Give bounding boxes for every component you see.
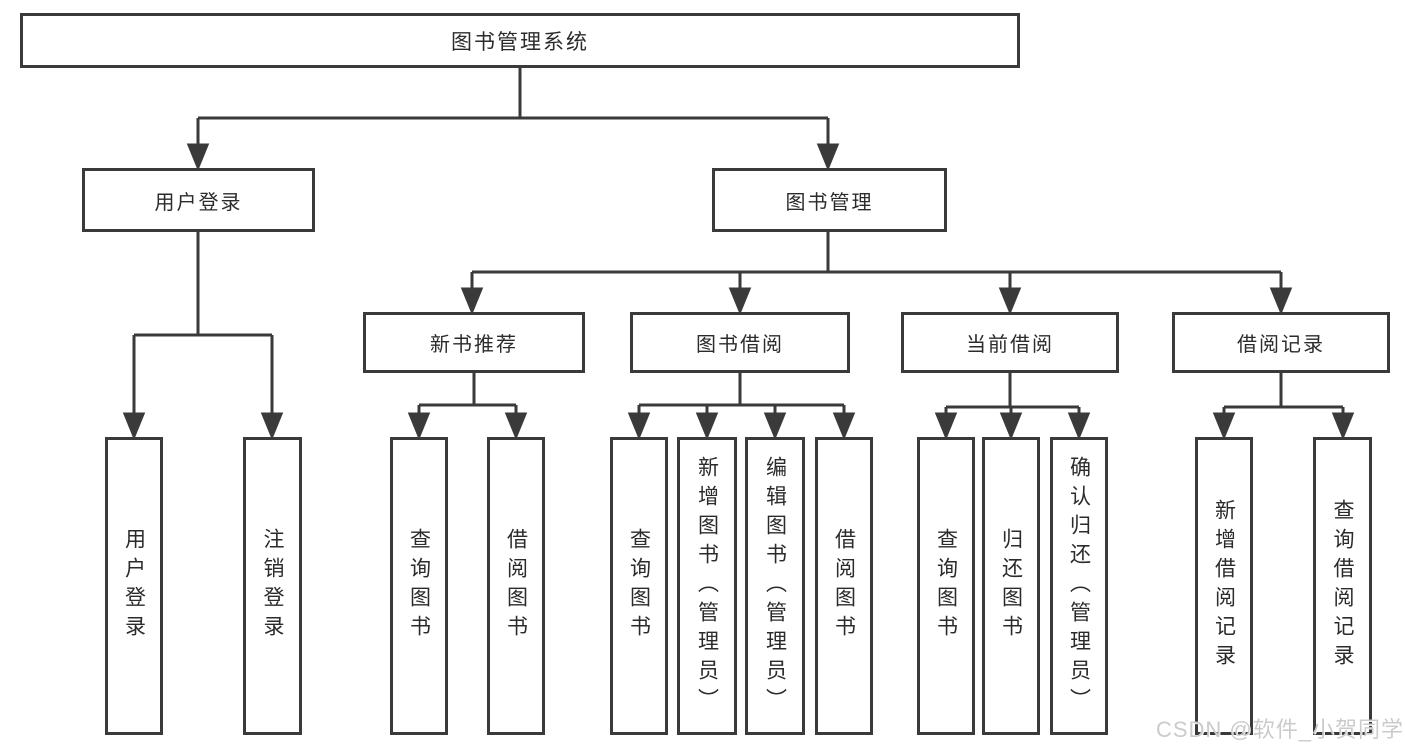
leaf-confirm-return-admin: 确认归还（管理员） bbox=[1050, 437, 1108, 735]
arrowhead bbox=[1212, 412, 1236, 440]
node-label: 查询图书 bbox=[407, 528, 431, 644]
leaf-query-books-current: 查询图书 bbox=[917, 437, 975, 735]
arrowhead bbox=[260, 412, 284, 440]
edge-user-login-to-leaves bbox=[122, 232, 284, 440]
leaf-user-login: 用户登录 bbox=[105, 437, 163, 735]
node-label: 确认归还（管理员） bbox=[1067, 455, 1091, 717]
leaf-return-books: 归还图书 bbox=[982, 437, 1040, 735]
node-label: 当前借阅 bbox=[966, 334, 1054, 356]
arrowhead bbox=[816, 143, 840, 171]
leaf-logout: 注销登录 bbox=[243, 437, 302, 735]
arrowhead bbox=[1067, 412, 1091, 440]
node-book-borrow: 图书借阅 bbox=[630, 312, 850, 373]
arrowhead bbox=[728, 287, 752, 315]
node-new-book-recommend: 新书推荐 bbox=[363, 312, 585, 373]
arrowhead bbox=[695, 412, 719, 440]
edge-book-management-to-level3 bbox=[460, 232, 1293, 315]
node-label: 图书管理 bbox=[785, 191, 874, 214]
node-label: 查询图书 bbox=[934, 528, 958, 644]
node-user-login: 用户登录 bbox=[82, 168, 315, 232]
arrowhead bbox=[460, 287, 484, 315]
arrowhead bbox=[407, 412, 431, 440]
node-label: 图书借阅 bbox=[696, 334, 784, 356]
leaf-add-borrow-record: 新增借阅记录 bbox=[1195, 437, 1253, 735]
node-label: 归还图书 bbox=[999, 528, 1023, 644]
edge-book-borrow-to-leaves bbox=[627, 373, 856, 440]
edge-borrow-records-to-leaves bbox=[1212, 373, 1355, 440]
node-label: 注销登录 bbox=[261, 528, 284, 644]
node-label: 用户登录 bbox=[122, 528, 146, 644]
edge-current-borrow-to-leaves bbox=[934, 373, 1091, 440]
arrowhead bbox=[186, 143, 210, 171]
arrowhead bbox=[1331, 412, 1355, 440]
arrowhead bbox=[1269, 287, 1293, 315]
leaf-query-books-recommend: 查询图书 bbox=[390, 437, 448, 735]
node-root-system: 图书管理系统 bbox=[20, 13, 1020, 68]
node-label: 借阅图书 bbox=[832, 528, 856, 644]
node-label: 图书管理系统 bbox=[451, 30, 589, 54]
leaf-edit-books-admin: 编辑图书（管理员） bbox=[745, 437, 805, 735]
leaf-query-borrow-record: 查询借阅记录 bbox=[1313, 437, 1372, 735]
arrowhead bbox=[504, 412, 528, 440]
arrowhead bbox=[998, 287, 1022, 315]
node-label: 查询图书 bbox=[627, 528, 651, 644]
edge-root-to-level2 bbox=[186, 68, 840, 171]
csdn-watermark: CSDN @软件_小贺同学 bbox=[1155, 717, 1404, 742]
node-label: 用户登录 bbox=[154, 191, 243, 214]
arrowhead bbox=[832, 412, 856, 440]
node-label: 查询借阅记录 bbox=[1331, 499, 1354, 673]
leaf-add-books-admin: 新增图书（管理员） bbox=[677, 437, 737, 735]
leaf-borrow-books-recommend: 借阅图书 bbox=[487, 437, 545, 735]
arrowhead bbox=[999, 412, 1023, 440]
edge-new-book-recommend-to-leaves bbox=[407, 373, 528, 440]
node-label: 借阅图书 bbox=[504, 528, 528, 644]
node-label: 借阅记录 bbox=[1237, 334, 1325, 356]
arrowhead bbox=[934, 412, 958, 440]
arrowhead bbox=[763, 412, 787, 440]
node-label: 编辑图书（管理员） bbox=[763, 455, 787, 717]
node-current-borrow: 当前借阅 bbox=[901, 312, 1119, 373]
node-book-management: 图书管理 bbox=[712, 168, 947, 232]
arrowhead bbox=[627, 412, 651, 440]
node-label: 新增借阅记录 bbox=[1212, 499, 1236, 673]
leaf-borrow-books: 借阅图书 bbox=[815, 437, 873, 735]
node-label: 新书推荐 bbox=[430, 334, 518, 356]
node-borrow-records: 借阅记录 bbox=[1172, 312, 1390, 373]
leaf-query-books-borrow: 查询图书 bbox=[610, 437, 668, 735]
arrowhead bbox=[122, 412, 146, 440]
node-label: 新增图书（管理员） bbox=[695, 455, 719, 717]
